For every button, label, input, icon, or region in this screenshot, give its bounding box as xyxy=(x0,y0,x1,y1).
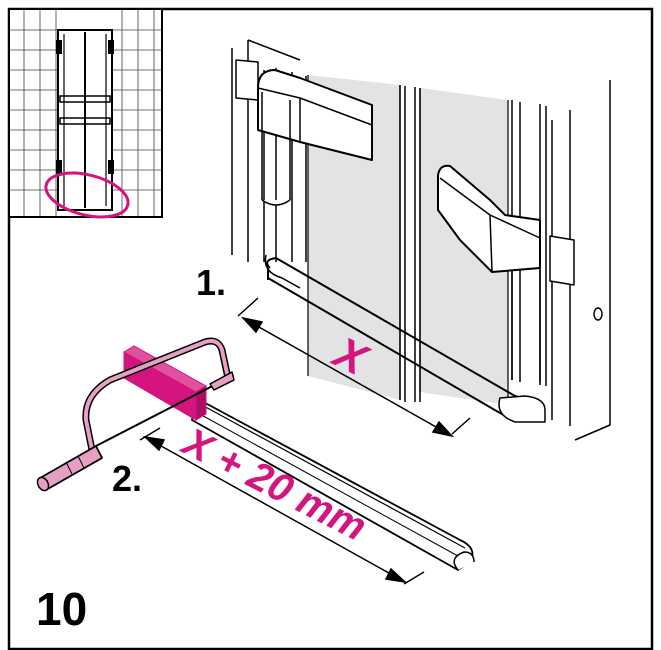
panel-frame xyxy=(7,7,654,650)
step-1-label: 1. xyxy=(196,262,227,303)
shower-door-inset-icon xyxy=(8,8,163,219)
shower-door-drawing xyxy=(231,39,611,441)
step-number: 10 xyxy=(36,583,88,635)
hacksaw-icon xyxy=(36,337,235,492)
measure-x-arrow xyxy=(237,297,471,438)
step-2-label: 2. xyxy=(112,458,143,499)
measure-x20-arrow xyxy=(139,427,425,585)
